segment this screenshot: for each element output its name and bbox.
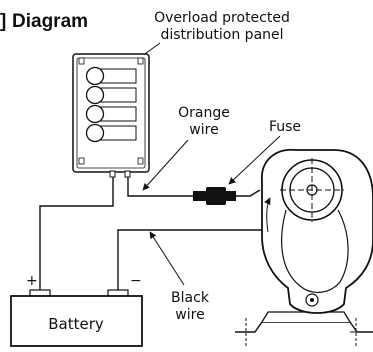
breaker-switch xyxy=(85,85,137,105)
black-wire-arrow xyxy=(149,231,185,286)
battery-plus-sign: + xyxy=(26,273,38,289)
breaker-switch xyxy=(85,104,137,124)
fuse-label: Fuse xyxy=(269,119,301,135)
battery-label: Battery xyxy=(48,315,104,333)
panel-label-line1: Overload protected xyxy=(154,10,290,26)
orange-wire-label-line1: Orange xyxy=(178,105,230,121)
orange-wire-label-line2: wire xyxy=(189,122,218,138)
distribution-panel xyxy=(72,53,150,178)
positive-wire xyxy=(39,177,114,290)
panel-terminal-left xyxy=(109,170,116,178)
black-wire xyxy=(117,229,288,290)
orange-wire xyxy=(127,177,205,197)
motor xyxy=(235,148,373,346)
panel-label-line2: distribution panel xyxy=(160,27,283,43)
battery-minus-sign: − xyxy=(130,273,142,289)
black-wire-label-line2: wire xyxy=(175,307,204,323)
panel-terminal-right xyxy=(124,170,131,178)
fuse-to-motor-wire xyxy=(236,189,261,197)
orange-wire-arrow xyxy=(142,139,189,191)
fuse xyxy=(193,187,236,205)
breaker-switch xyxy=(85,66,137,86)
breaker-switch xyxy=(85,123,137,143)
diagram-title: Diagram xyxy=(12,11,88,32)
fuse-arrow xyxy=(228,135,281,185)
title-prefix-mark: ] xyxy=(0,11,6,32)
battery: Battery xyxy=(10,289,143,347)
black-wire-label-line1: Black xyxy=(171,290,210,306)
